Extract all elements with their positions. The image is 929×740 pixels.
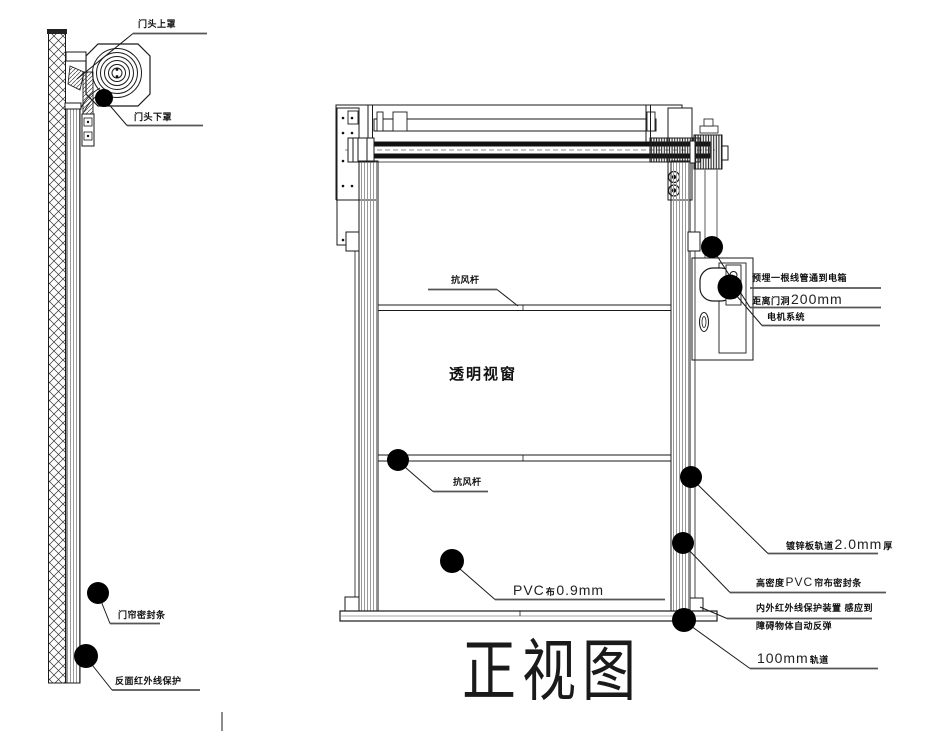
seal-pvc-text: PVC — [785, 575, 814, 589]
pvc-cloth-text: 布 — [545, 587, 556, 597]
label-head-top-cover: 门头上罩 — [138, 19, 177, 29]
label-conduit-note: 预埋一根线管通到电箱 — [752, 273, 848, 283]
label-underlines — [110, 32, 886, 691]
curtain-wedge — [67, 65, 85, 91]
bottom-track-suffix-text: 轨道 — [809, 655, 829, 665]
side-guide-track — [65, 107, 81, 684]
label-rear-infrared: 反面红外线保护 — [115, 676, 182, 686]
distance-prefix-text: 距离门洞 — [752, 296, 791, 306]
label-infrared-line2: 障碍物体自动反弹 — [756, 621, 833, 631]
label-infrared-line1: 内外红外线保护装置 感应到 — [756, 603, 874, 613]
switch-oval — [699, 312, 709, 332]
label-head-bottom-cover: 门头下罩 — [134, 112, 173, 122]
label-motor-system: 电机系统 — [767, 312, 806, 322]
bottom-bar — [339, 610, 718, 622]
callout-dots — [74, 89, 743, 668]
side-section-view — [47, 29, 151, 684]
view-title: 正视图 — [462, 634, 642, 710]
track-top-joint — [64, 102, 82, 110]
sensor-box-right-upper — [687, 231, 701, 252]
dot-bottom-track — [672, 608, 696, 632]
roller-shaft — [345, 137, 715, 163]
bottom-track-size-text: 100mm — [757, 650, 809, 666]
upper-beam — [373, 118, 657, 132]
mount-strip — [82, 71, 94, 115]
beam-hangers — [367, 105, 651, 143]
track-thickness-text: 2.0mm — [834, 536, 883, 552]
label-wind-bar-upper: 抗风杆 — [451, 275, 480, 285]
label-door-distance: 距离门洞 200mm — [752, 292, 843, 306]
label-transparent-window: 透明视窗 — [449, 366, 518, 383]
distance-value-text: 200mm — [791, 291, 843, 307]
wind-bar-upper-lines — [378, 304, 671, 311]
label-track-thickness: 镀锌板轨道 2.0mm 厚 — [786, 537, 893, 551]
track-thickness-suffix-text: 厚 — [883, 541, 893, 551]
seal-density-text: 高密度 — [756, 578, 785, 588]
track-material-text: 镀锌板轨道 — [786, 541, 834, 551]
label-pvc-seal: 高密度 PVC 帘布密封条 — [756, 576, 862, 588]
dot-wind-bar — [387, 449, 409, 471]
pvc-thickness-text: 0.9mm — [556, 582, 605, 598]
dot-curtain-seal — [87, 582, 109, 604]
electric-control-box — [691, 257, 754, 361]
mount-bolt-box — [81, 113, 95, 147]
dot-rear-infrared — [74, 644, 98, 668]
label-curtain-seal: 门帘密封条 — [118, 610, 166, 620]
head-bracket — [65, 51, 87, 62]
dot-conduit — [701, 236, 723, 258]
seal-type-text: 帘布密封条 — [814, 578, 862, 588]
dot-head-cover — [95, 89, 113, 107]
label-pvc-cloth: PVC 布 0.9mm — [513, 583, 604, 597]
dot-track-thickness — [680, 466, 702, 488]
label-wind-bar-lower: 抗风杆 — [453, 477, 482, 487]
dot-seal — [672, 532, 694, 554]
dot-motor — [717, 274, 743, 300]
wind-bar-lower-lines — [378, 454, 671, 462]
label-bottom-track: 100mm 轨道 — [757, 651, 829, 665]
wall-hatch — [48, 32, 66, 684]
leader-lines — [76, 33, 769, 691]
pvc-material-text: PVC — [513, 582, 545, 598]
dot-pvc — [440, 549, 464, 573]
motor — [689, 118, 729, 170]
roller-coil — [92, 48, 142, 98]
left-guide-track — [358, 160, 379, 613]
wall-top-cap — [47, 29, 67, 34]
sensor-box-left-upper — [345, 231, 360, 252]
